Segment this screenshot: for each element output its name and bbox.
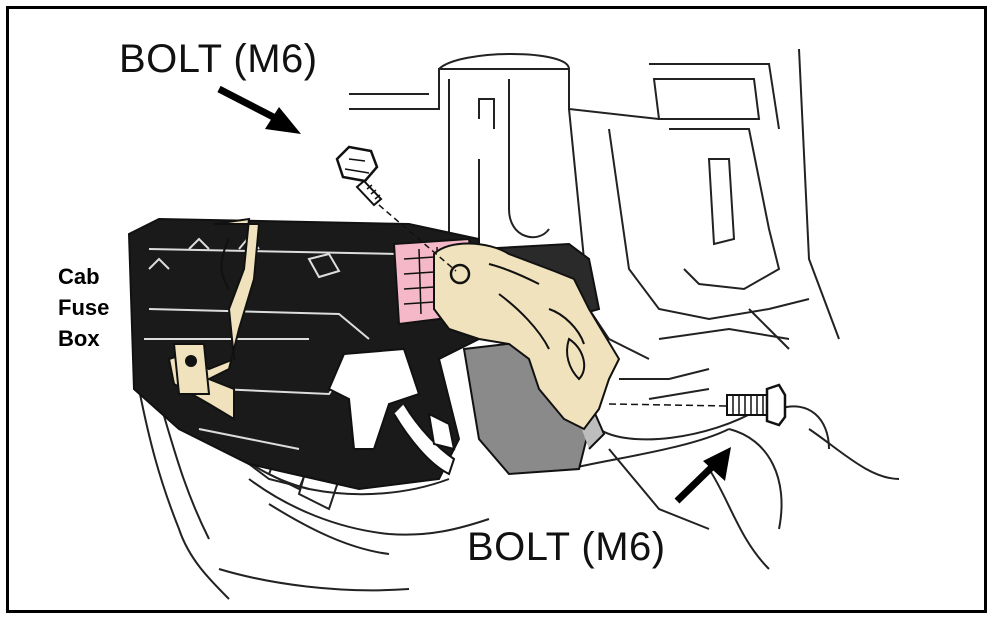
top-bolt-label: BOLT (M6) <box>119 37 318 81</box>
left-bracket <box>167 217 261 421</box>
vehicle-body-outline <box>349 48 900 570</box>
fuse-box-label-line: Box <box>58 326 100 351</box>
right-bolt-icon <box>608 383 787 427</box>
bottom-arrow-icon <box>674 447 731 504</box>
connector-plug <box>327 347 456 476</box>
top-arrow-icon <box>217 85 301 134</box>
fuse-box-label-line: Cab <box>58 264 100 289</box>
bottom-bolt-label: BOLT (M6) <box>467 525 666 569</box>
fuse-box-label-line: Fuse <box>58 295 110 320</box>
right-bracket <box>433 242 621 431</box>
cab-fuse-box-label: Cab Fuse Box <box>58 261 109 354</box>
diagram-frame: BOLT (M6) BOLT (M6) Cab Fuse Box <box>6 6 987 613</box>
top-bolt-icon <box>335 145 457 272</box>
installation-diagram <box>127 48 900 600</box>
